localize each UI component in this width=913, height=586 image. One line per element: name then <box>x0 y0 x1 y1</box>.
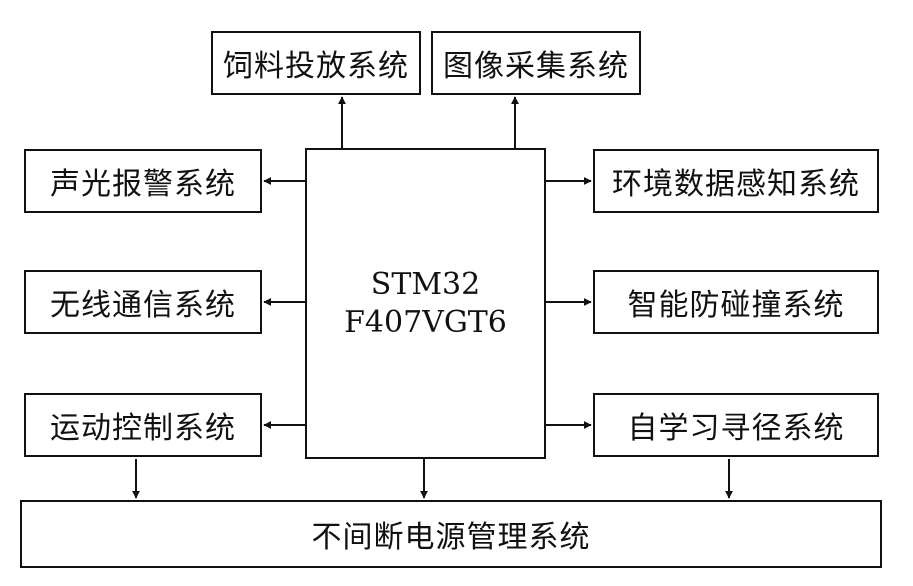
power-system-label: 不间断电源管理系统 <box>311 520 591 555</box>
power-system-box: 不间断电源管理系统 <box>20 500 882 568</box>
mcu-label-line1: STM32 <box>370 266 481 302</box>
image-system-box: 图像采集系统 <box>431 31 641 95</box>
wireless-system-label: 无线通信系统 <box>50 288 236 323</box>
pathfinding-system-box: 自学习寻径系统 <box>593 393 879 457</box>
alarm-system-label: 声光报警系统 <box>50 167 236 202</box>
environment-system-box: 环境数据感知系统 <box>593 149 879 213</box>
feeding-system-box: 饲料投放系统 <box>211 31 421 95</box>
mcu-label-line2: F407VGT6 <box>344 304 507 340</box>
image-system-label: 图像采集系统 <box>443 49 629 84</box>
feeding-system-label: 饲料投放系统 <box>223 49 409 84</box>
collision-system-box: 智能防碰撞系统 <box>593 270 879 334</box>
mcu-block: STM32 F407VGT6 <box>305 148 546 459</box>
alarm-system-box: 声光报警系统 <box>24 149 262 213</box>
environment-system-label: 环境数据感知系统 <box>612 167 860 202</box>
motion-system-label: 运动控制系统 <box>50 411 236 446</box>
motion-system-box: 运动控制系统 <box>24 393 262 457</box>
wireless-system-box: 无线通信系统 <box>24 270 262 334</box>
pathfinding-system-label: 自学习寻径系统 <box>627 411 845 446</box>
collision-system-label: 智能防碰撞系统 <box>627 288 845 323</box>
